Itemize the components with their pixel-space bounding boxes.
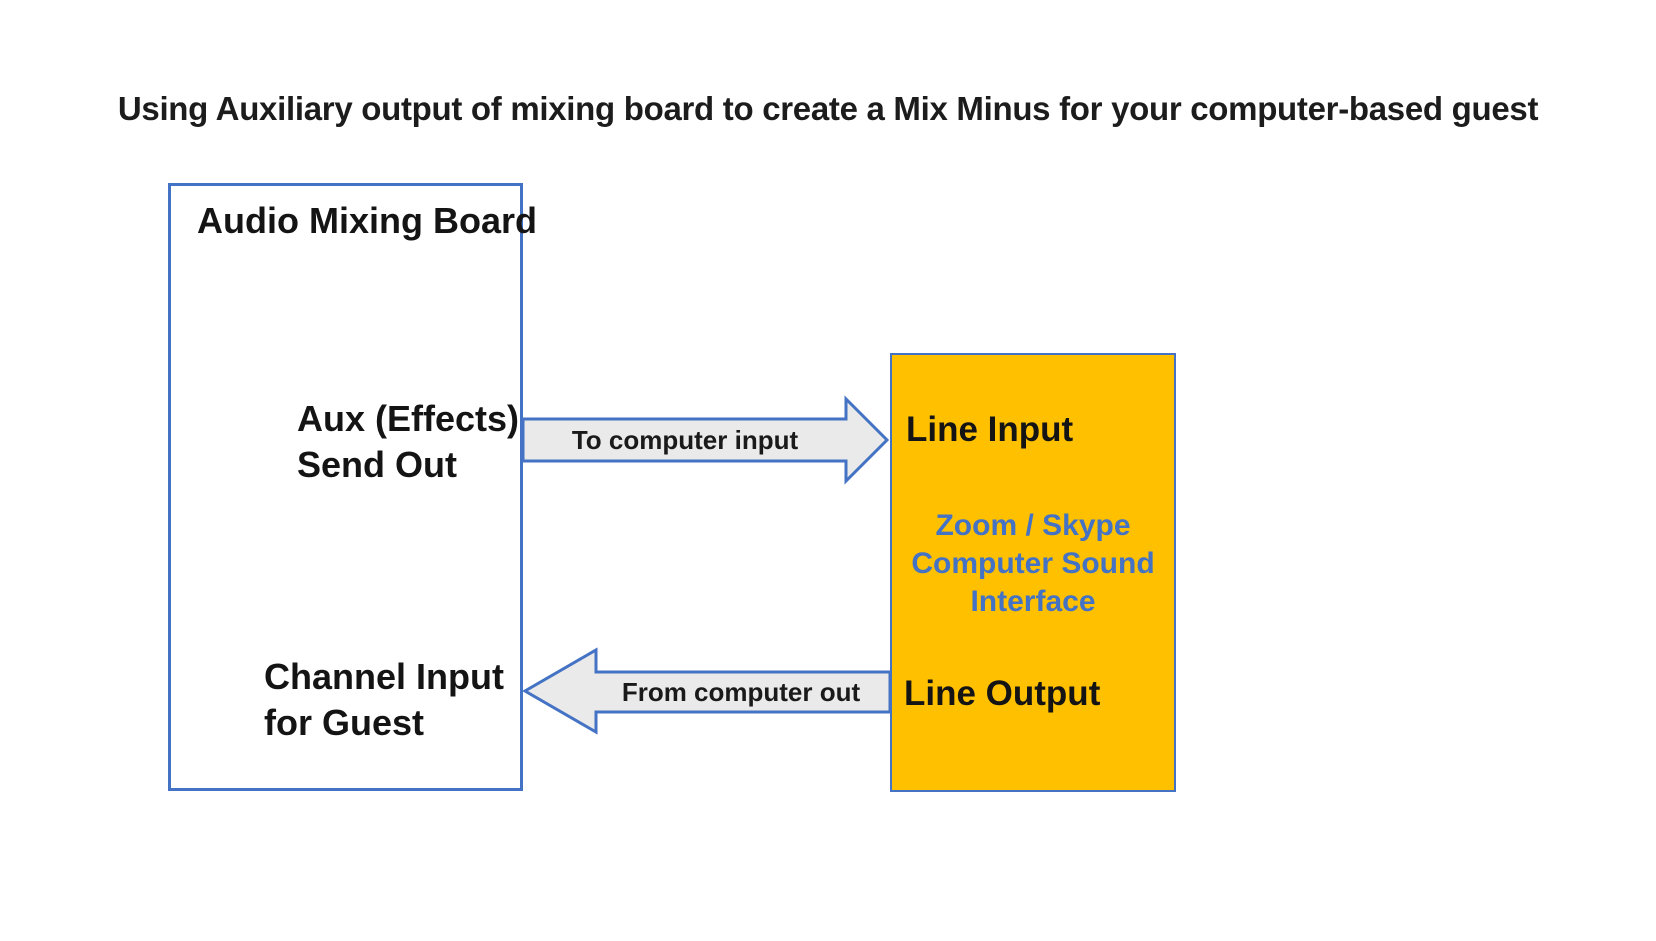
diagram-title: Using Auxiliary output of mixing board t… [117,90,1539,127]
channel-input-for-guest-label: Channel Input for Guest [264,656,504,743]
line-input-label: Line Input [906,410,1074,449]
interface-center-label: Zoom / Skype Computer Sound Interface [911,509,1155,618]
to-computer-input-label: To computer input [571,425,799,455]
from-computer-out-label: From computer out [621,677,861,707]
aux-send-out-label: Aux (Effects) Send Out [297,398,520,485]
mixing-board-label: Audio Mixing Board [197,200,537,241]
mixing-board-box: Audio Mixing Board Aux (Effects) Send Ou… [168,183,537,791]
line-output-label: Line Output [904,674,1101,713]
computer-interface-box: Line Input Zoom / Skype Computer Sound I… [890,353,1176,792]
